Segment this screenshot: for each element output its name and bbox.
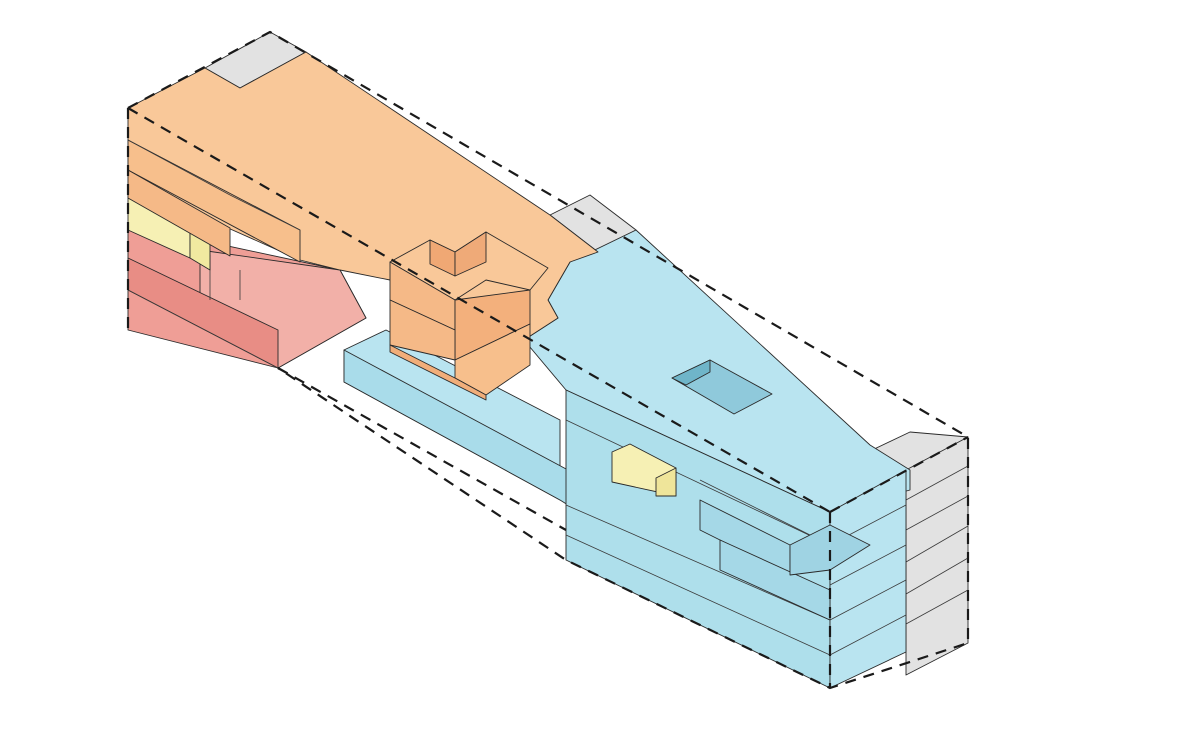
courtyard-opening [671, 359, 773, 415]
yellow-zone-core-side [655, 467, 677, 497]
grey-end-face [905, 436, 969, 676]
dashed-envelope [126, 30, 970, 690]
orange-zone [127, 51, 599, 401]
